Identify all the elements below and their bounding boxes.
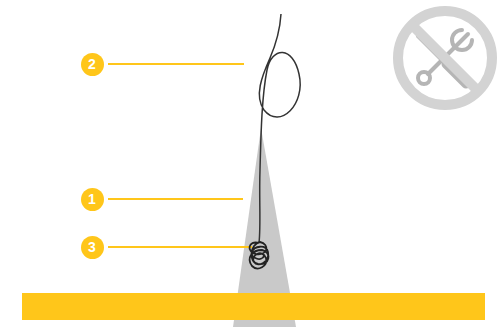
- callout-number: 3: [81, 236, 104, 259]
- callout-number: 1: [81, 188, 104, 211]
- no-tools-icon: [398, 11, 492, 105]
- leader-line: [108, 63, 244, 65]
- leader-line: [108, 198, 243, 200]
- filament: [259, 14, 300, 243]
- filament-tangle: [250, 242, 269, 268]
- callout-number: 2: [81, 53, 104, 76]
- leader-line: [108, 246, 252, 248]
- build-plate: [22, 293, 485, 320]
